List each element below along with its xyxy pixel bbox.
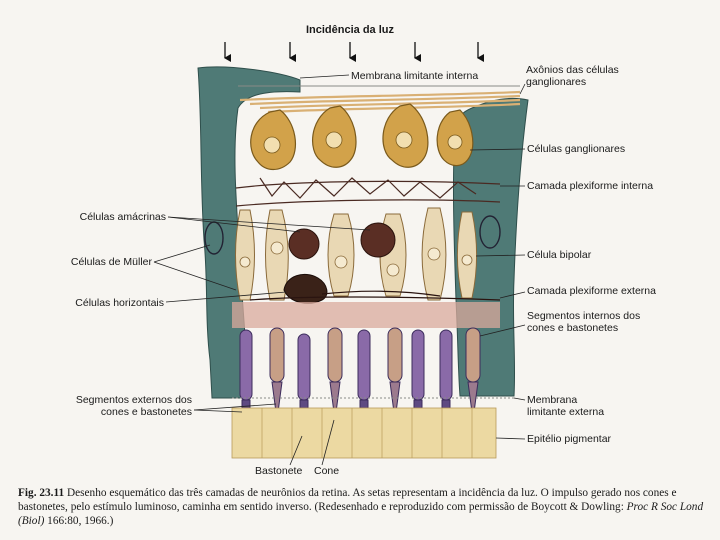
- label-inner-limiting-membrane: Membrana limitante interna: [351, 70, 478, 82]
- label-ganglion-cells: Células ganglionares: [527, 143, 625, 155]
- label-rod: Bastonete: [255, 465, 302, 477]
- label-muller-cells: Células de Müller: [71, 256, 153, 268]
- label-outer-membrane-line1: Membrana: [527, 394, 577, 406]
- amacrine-cell: [360, 222, 396, 258]
- bipolar-cell: [327, 213, 355, 297]
- rod-inner-segment: [357, 329, 371, 401]
- pigment-epithelium: [231, 407, 497, 459]
- cone-inner-segment: [327, 327, 343, 383]
- caption-figure-number: Fig. 23.11: [18, 487, 65, 499]
- cone-inner-segment: [269, 327, 285, 383]
- label-amacrine-cells: Células amácrinas: [80, 211, 166, 223]
- rod-inner-segment: [411, 329, 425, 401]
- rod-inner-segment: [297, 333, 311, 401]
- cone-outer-segment: [389, 381, 401, 421]
- label-bipolar-cell: Célula bipolar: [527, 249, 592, 261]
- label-outer-segments-line2: cones e bastonetes: [101, 406, 192, 418]
- left-labels: Células amácrinas Células de Müller Célu…: [71, 211, 371, 418]
- amacrine-cell: [288, 228, 320, 260]
- bipolar-nuclei: [239, 241, 473, 277]
- rod-inner-segment: [439, 329, 453, 401]
- label-inner-segments-line1: Segmentos internos dos: [527, 310, 640, 322]
- caption-journal: Proc R Soc Lond (Biol): [18, 501, 704, 527]
- label-axons-line2: ganglionares: [526, 76, 586, 88]
- inner-segment-band: [232, 302, 500, 328]
- bipolar-cell: [235, 209, 255, 301]
- caption-tail: 166:80, 1966.): [44, 515, 114, 527]
- label-cone: Cone: [314, 465, 339, 477]
- ganglion-nuclei: [263, 131, 463, 154]
- ganglion-cells: [250, 103, 474, 171]
- pigment-cell-borders: [261, 408, 473, 458]
- bipolar-cell: [265, 209, 289, 301]
- horizontal-cell: [283, 274, 328, 304]
- cone-outer-segment: [467, 381, 479, 421]
- label-horizontal-cells: Células horizontais: [75, 297, 164, 309]
- label-outer-plexiform: Camada plexiforme externa: [527, 285, 656, 297]
- label-outer-membrane-line2: limitante externa: [527, 406, 604, 418]
- label-inner-segments-line2: cones e bastonetes: [527, 322, 618, 334]
- cone-inner-segment: [387, 327, 403, 383]
- label-axons-line1: Axônios das células: [526, 64, 619, 76]
- label-pigment-epithelium: Epitélio pigmentar: [527, 433, 612, 445]
- inner-plexiform-layer: [235, 177, 501, 207]
- cone-inner-segment: [465, 327, 481, 383]
- light-incidence-title: Incidência da luz: [306, 24, 395, 36]
- right-labels: Axônios das células ganglionares Membran…: [299, 64, 656, 445]
- cone-outer-segment: [271, 381, 283, 421]
- caption-text: Desenho esquemático das três camadas de …: [18, 487, 677, 513]
- outer-plexiform-layer: [249, 290, 501, 301]
- label-inner-plexiform: Camada plexiforme interna: [527, 180, 653, 192]
- label-outer-segments-line1: Segmentos externos dos: [76, 394, 192, 406]
- amacrine-cells: [288, 222, 396, 260]
- cone-outer-segment: [329, 381, 341, 421]
- rod-inner-segment: [239, 329, 253, 401]
- figure-caption: Fig. 23.11 Desenho esquemático das três …: [18, 486, 708, 528]
- light-arrows: [224, 42, 484, 62]
- muller-nucleus: [479, 215, 501, 249]
- bottom-labels: Bastonete Cone: [255, 419, 339, 477]
